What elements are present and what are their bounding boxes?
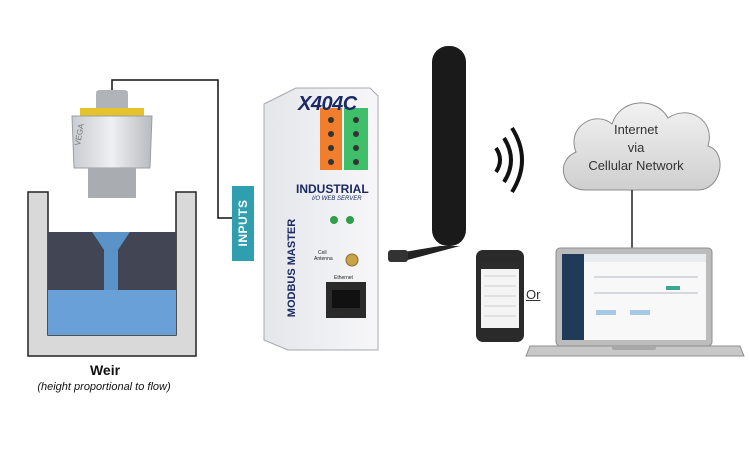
smartphone (476, 250, 524, 342)
weir-title: Weir (89, 362, 121, 378)
cloud-line-3: Cellular Network (588, 158, 684, 173)
wireless-signal-icon (494, 126, 524, 194)
weir-tank (27, 191, 197, 357)
antenna-connector (345, 253, 359, 267)
device-tagline: I/O WEB SERVER (312, 196, 362, 202)
sensor-brand: VEGA (73, 122, 86, 146)
inputs-label: INPUTS (236, 199, 250, 247)
status-led-2 (346, 216, 354, 224)
or-label: Or (526, 287, 541, 302)
cloud (562, 102, 721, 191)
cloud-line-1: Internet (613, 122, 659, 137)
device-product: INDUSTRIAL (296, 182, 369, 196)
ultrasonic-sensor: VEGA (71, 90, 153, 198)
ethernet-label: Ethernet (334, 275, 353, 281)
weir-subtitle: (height proportional to flow) (37, 381, 171, 393)
device-side-label: MODBUS MASTER (286, 218, 298, 318)
status-led-1 (330, 216, 338, 224)
laptop (525, 247, 745, 357)
sensor-wire (111, 79, 232, 219)
inputs-tag (232, 186, 254, 261)
device-brand: X404C (298, 93, 357, 115)
antenna (388, 46, 466, 262)
antenna-label-1: Cell (318, 250, 327, 256)
controller-device (263, 87, 379, 351)
cloud-line-2: via (627, 140, 645, 155)
antenna-label-2: Antenna (314, 256, 333, 262)
weir-flow (92, 232, 130, 290)
